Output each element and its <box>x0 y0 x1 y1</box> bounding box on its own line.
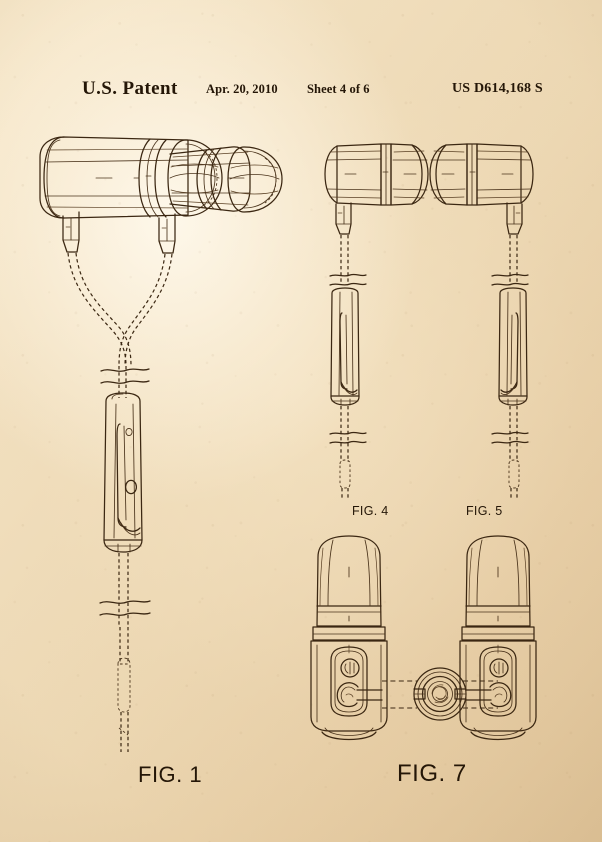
fig1-cable-y-split <box>67 252 173 398</box>
fig5-earbud-housing <box>429 143 534 235</box>
fig4-earbud-housing <box>324 143 429 235</box>
figure-7-housings-with-connector <box>310 535 537 741</box>
figure-5-earphone-side-elevation-mirrored <box>429 143 534 500</box>
fig1-front-earbud-tip <box>227 146 283 213</box>
fig1-strain-relief-stems <box>62 211 176 254</box>
fig1-rear-earbud <box>39 136 189 219</box>
fig7-left-housing <box>310 535 388 741</box>
figure-label-fig1: FIG. 1 <box>138 762 203 787</box>
fig5-cable-upper <box>491 235 529 286</box>
fig1-inline-remote-module <box>103 392 143 553</box>
figure-label-fig7: FIG. 7 <box>397 760 467 787</box>
fig5-inline-remote-module <box>498 287 528 406</box>
patent-number: US D614,168 S <box>452 81 543 96</box>
fig4-cable-lower <box>329 406 367 500</box>
fig7-right-housing <box>459 535 537 741</box>
patent-office-title: U.S. Patent <box>82 78 178 99</box>
figure-label-fig4: FIG. 4 <box>352 504 389 518</box>
fig5-cable-lower <box>491 406 529 500</box>
sheet-header: U.S. Patent Apr. 20, 2010 Sheet 4 of 6 U… <box>0 78 602 100</box>
fig7-disc-connector <box>413 667 467 721</box>
fig1-lower-cable <box>99 553 151 752</box>
fig7-assembly-lines-left <box>382 680 417 709</box>
figure-1-earphone-pair-perspective <box>39 136 283 752</box>
fig4-inline-remote-module <box>330 287 360 406</box>
patent-date: Apr. 20, 2010 <box>206 82 278 96</box>
figure-4-earphone-side-elevation <box>324 143 429 500</box>
fig4-cable-upper <box>329 235 367 286</box>
fig1-front-earbud <box>169 146 251 212</box>
sheet-number: Sheet 4 of 6 <box>307 82 370 96</box>
figure-label-fig5: FIG. 5 <box>466 504 503 518</box>
